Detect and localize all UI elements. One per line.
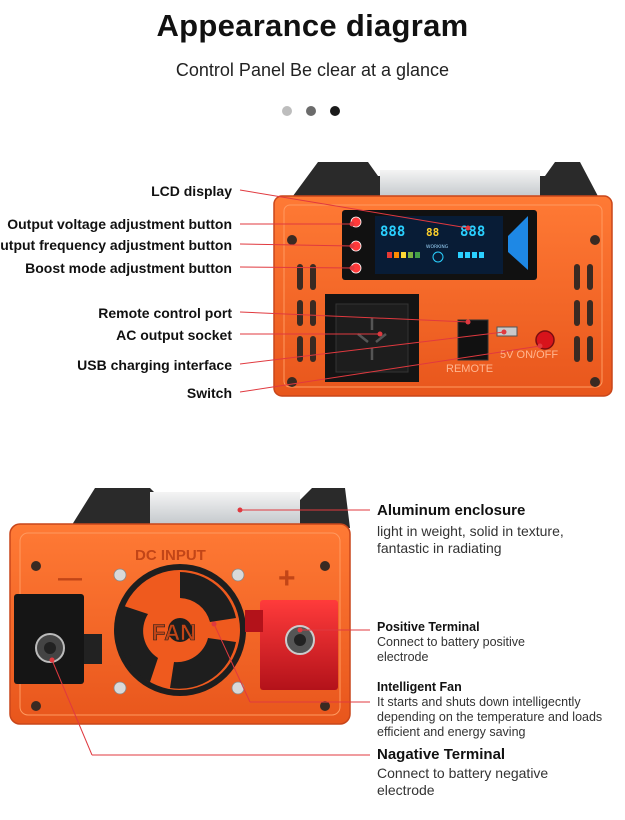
- back-inverter: DC INPUT — + FAN: [9, 488, 351, 725]
- dc-input-label: DC INPUT: [135, 547, 206, 564]
- callout-fan-desc: It starts and shuts down intelligecntly …: [377, 695, 603, 739]
- back-leader-lines: [51, 509, 370, 756]
- callout-positive-heading: Positive Terminal: [377, 620, 480, 634]
- label-frequency-button: Output frequency adjustment button: [0, 237, 232, 253]
- label-boost-button: Boost mode adjustment button: [25, 260, 232, 276]
- usb-port[interactable]: [496, 326, 518, 337]
- pager-dots: [282, 106, 340, 116]
- plus-sign: +: [278, 562, 296, 595]
- callout-positive: Positive Terminal Connect to battery pos…: [377, 620, 547, 665]
- callout-negative-desc: Connect to battery negative electrode: [377, 765, 549, 798]
- remote-label: REMOTE: [446, 363, 493, 375]
- front-aluminum-strip: [380, 170, 540, 200]
- callout-enclosure-heading: Aluminum enclosure: [377, 502, 526, 519]
- callout-enclosure: Aluminum enclosure light in weight, soli…: [377, 502, 607, 556]
- lcd-digits-left: 888: [380, 224, 405, 240]
- back-leader-dots: [49, 507, 303, 663]
- screw: [590, 377, 600, 387]
- front-leader-lines: [239, 189, 541, 393]
- label-lcd-display: LCD display: [151, 183, 232, 199]
- pager-dot-1[interactable]: [282, 106, 292, 116]
- label-remote-port: Remote control port: [98, 305, 232, 321]
- callout-negative-heading: Nagative Terminal: [377, 746, 506, 763]
- lcd-battery-bars: [387, 252, 420, 258]
- callout-positive-desc: Connect to battery positive electrode: [377, 635, 525, 664]
- screw: [287, 377, 297, 387]
- ac-socket[interactable]: [335, 303, 409, 373]
- label-voltage-button: Output voltage adjustment button: [7, 216, 232, 232]
- label-usb: USB charging interface: [77, 357, 232, 373]
- lcd-digits-right: 888: [460, 224, 485, 240]
- fan-screws: [113, 568, 245, 695]
- screw: [287, 235, 297, 245]
- lcd-load-bars: [458, 252, 484, 258]
- minus-sign: —: [58, 565, 82, 592]
- lcd-arrow-icon: [508, 216, 528, 270]
- fan-icon: [118, 572, 236, 689]
- front-vents-right: [574, 264, 593, 362]
- callout-fan: Intelligent Fan It starts and shuts down…: [377, 680, 613, 739]
- lcd-screen: [375, 216, 503, 274]
- label-switch: Switch: [186, 385, 232, 401]
- usb-switch-label: 5V ON/OFF: [500, 349, 558, 361]
- page-title: Appearance diagram: [156, 8, 469, 43]
- front-leader-dots: [349, 221, 543, 349]
- ac-socket-holes-icon: [357, 318, 387, 360]
- pager-dot-2[interactable]: [306, 106, 316, 116]
- label-ac-socket: AC output socket: [116, 327, 232, 343]
- fan-label: FAN: [152, 620, 196, 645]
- screw: [590, 235, 600, 245]
- callout-enclosure-desc: light in weight, solid in texture, fanta…: [377, 523, 564, 556]
- pager-dot-3[interactable]: [330, 106, 340, 116]
- front-inverter: 888 88 888 WORKING REMOTE 5V ON: [273, 162, 613, 397]
- lcd-digits-mid: 88: [426, 226, 439, 239]
- lcd-wave-icon: [432, 251, 444, 263]
- page-subtitle: Control Panel Be clear at a glance: [175, 60, 450, 80]
- callout-negative: Nagative Terminal Connect to battery neg…: [377, 746, 577, 798]
- callout-fan-heading: Intelligent Fan: [377, 680, 462, 694]
- remote-port[interactable]: [457, 319, 489, 361]
- lcd-working-label: WORKING: [426, 244, 449, 250]
